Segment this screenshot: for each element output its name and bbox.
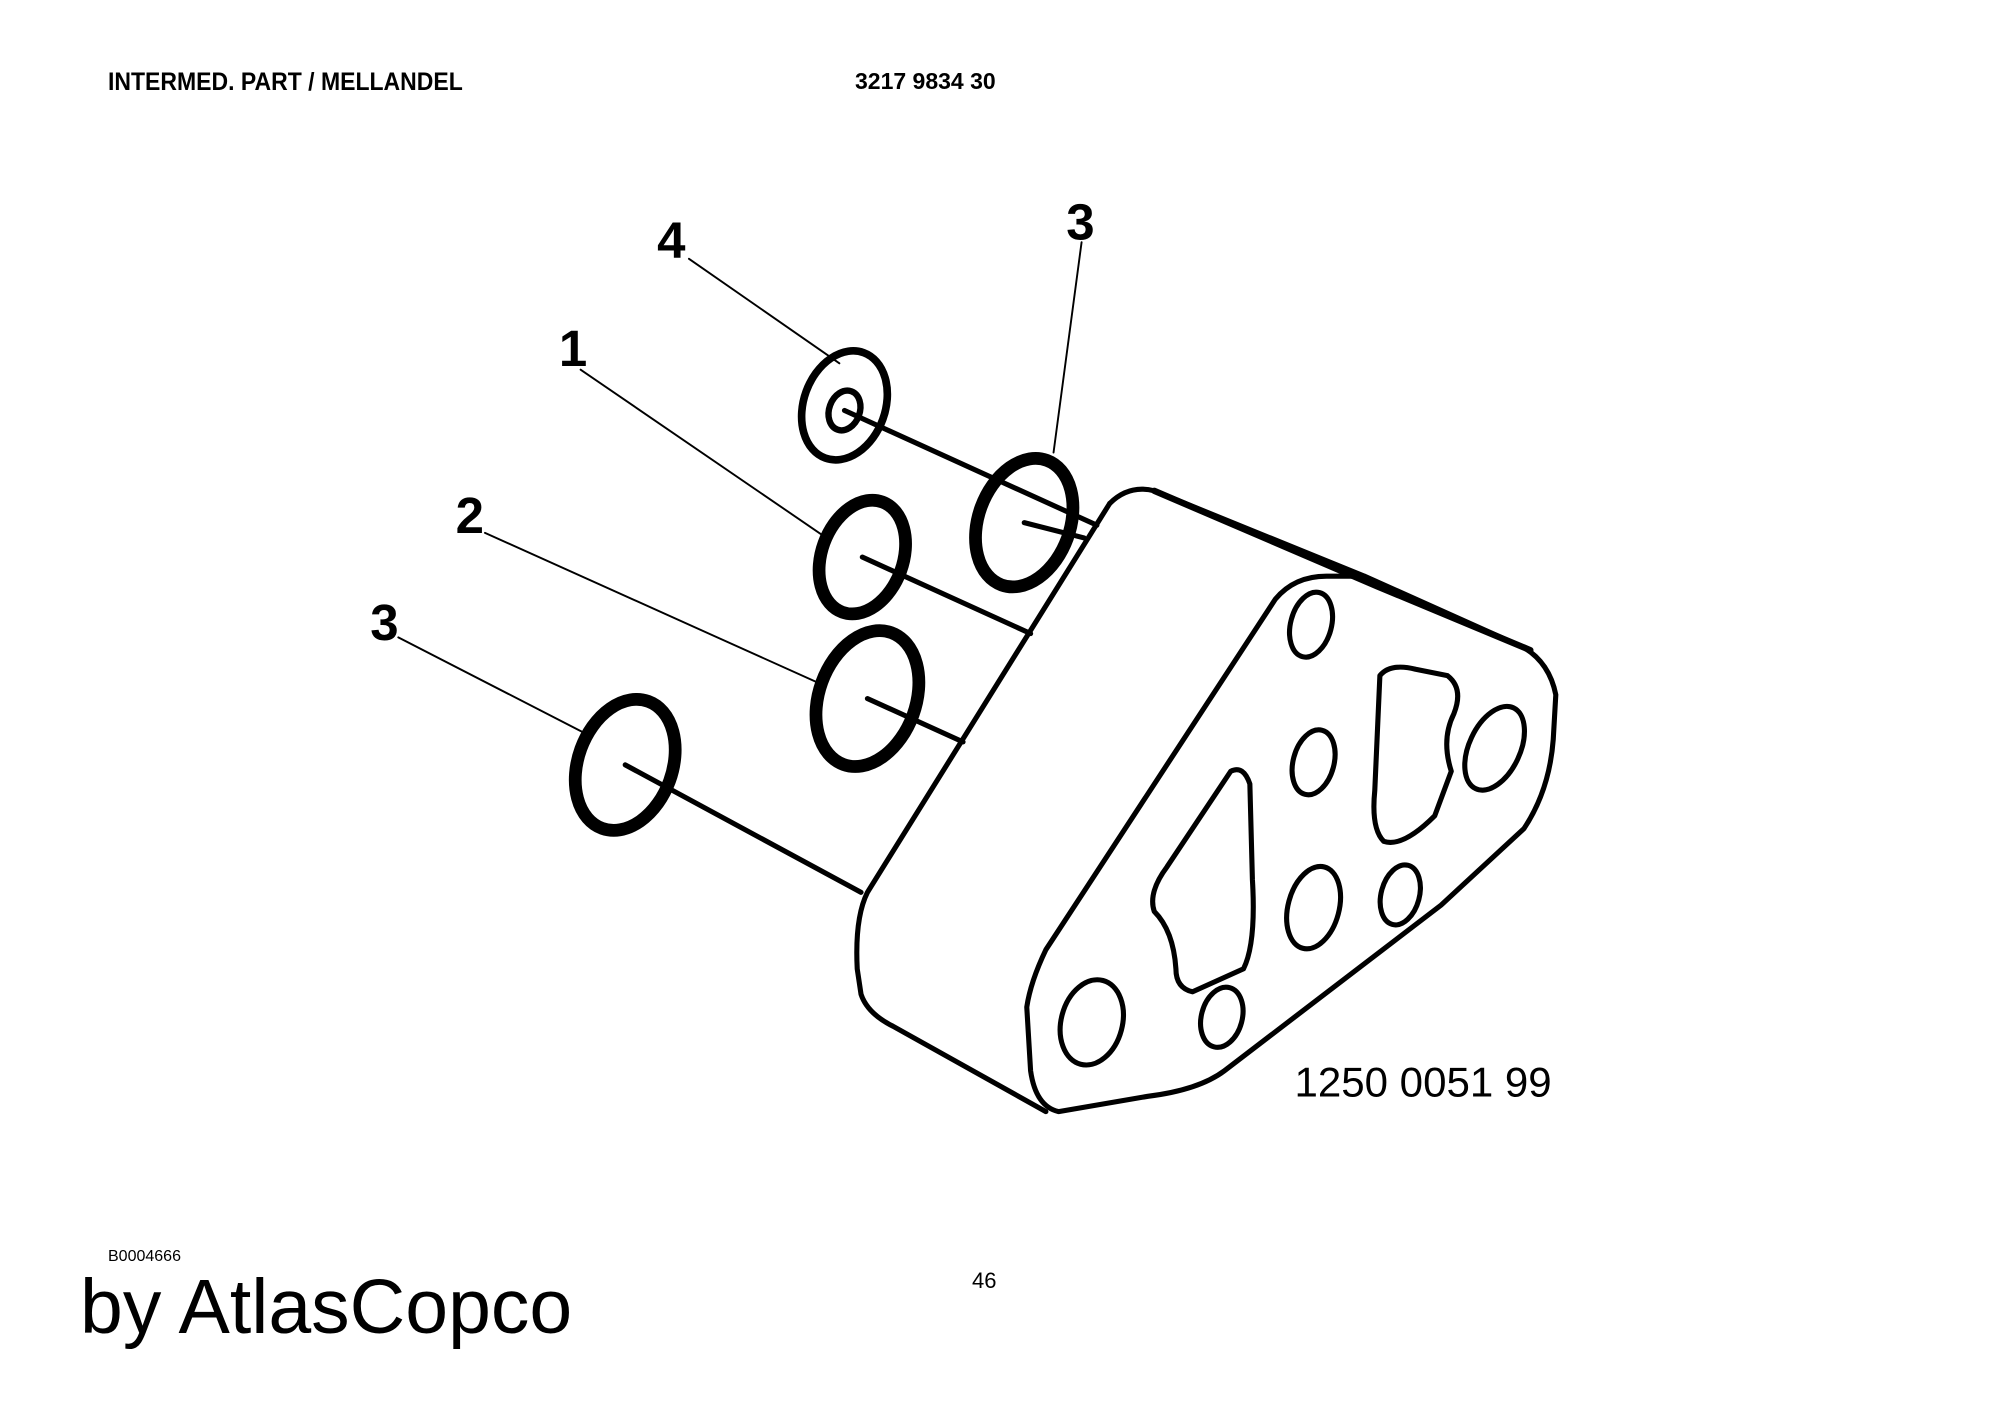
- page-title: INTERMED. PART / MELLANDEL: [108, 68, 463, 96]
- leader-lines: [397, 241, 1083, 734]
- callout-3-top: 3: [1066, 194, 1094, 251]
- o-ring-1: [812, 493, 912, 621]
- assembly-lines: [622, 407, 1100, 895]
- o-ring-2: [809, 624, 926, 773]
- o-ring-3-bottom: [568, 692, 682, 837]
- o-ring-3-top: [969, 452, 1080, 594]
- callout-1: 1: [559, 320, 587, 377]
- part-number: 3217 9834 30: [855, 68, 996, 94]
- intermediate-part-block: [854, 486, 1559, 1115]
- brand-footer: by AtlasCopco: [80, 1264, 573, 1350]
- block-holes: [1057, 589, 1527, 1068]
- drawing-number: 1250 0051 99: [1294, 1058, 1551, 1105]
- callout-3-bottom: 3: [370, 594, 398, 651]
- callout-4: 4: [657, 212, 686, 269]
- page-number: 46: [972, 1268, 997, 1293]
- washer-4: [797, 347, 892, 464]
- document-id: B0004666: [108, 1248, 181, 1265]
- callout-2: 2: [456, 487, 484, 544]
